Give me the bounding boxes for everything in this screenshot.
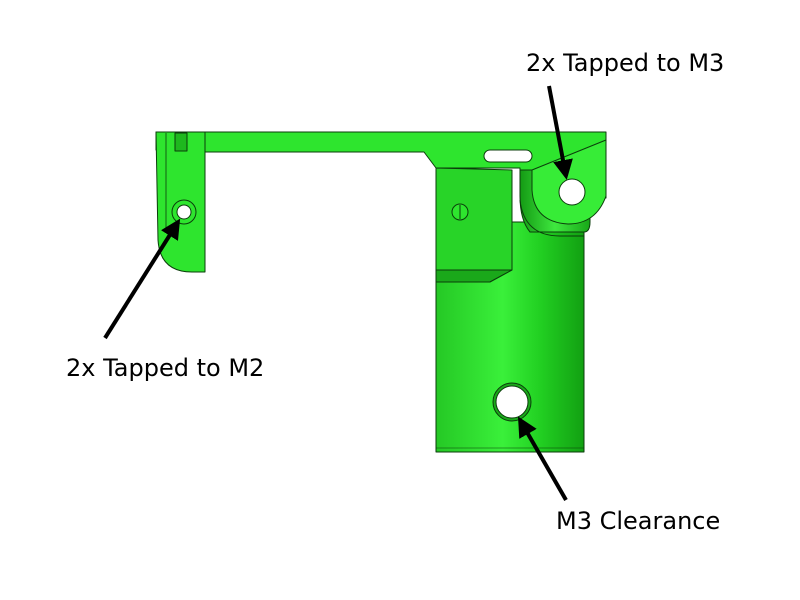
callout-m3-tapped: 2x Tapped to M3 xyxy=(526,49,725,77)
m3-tapped-hole xyxy=(558,178,586,206)
callout-m2-tapped: 2x Tapped to M2 xyxy=(66,354,265,382)
bracket-part xyxy=(155,131,607,453)
m3-clearance-hole xyxy=(495,385,529,419)
m2-hole xyxy=(176,204,192,220)
callout-arrows xyxy=(103,85,573,501)
arrow-m3-clearance xyxy=(518,416,568,501)
callout-m3-clearance: M3 Clearance xyxy=(556,507,721,535)
inner-block xyxy=(435,167,513,283)
slot xyxy=(483,149,533,163)
holes xyxy=(171,178,586,422)
arrow-m3-tapped xyxy=(547,85,573,180)
arrow-m2-tapped xyxy=(103,218,181,340)
